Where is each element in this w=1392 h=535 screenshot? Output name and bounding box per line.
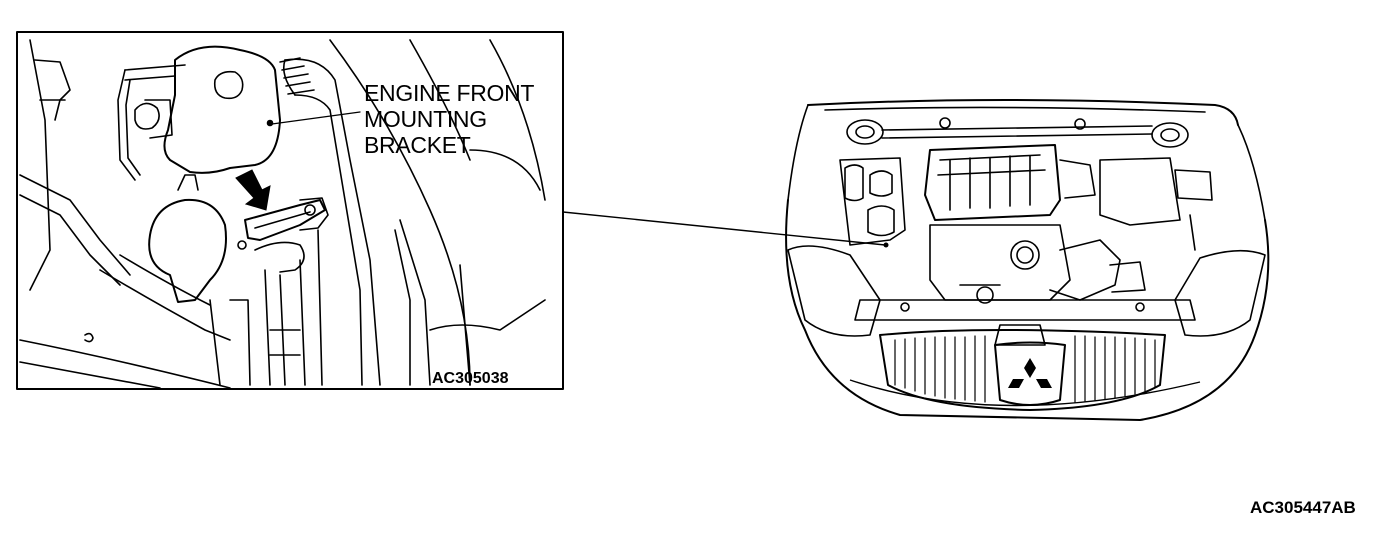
- vehicle-front-view: [785, 99, 1270, 421]
- label-line-2: MOUNTING: [364, 106, 487, 132]
- engine-front-mounting-bracket-label: ENGINE FRONT MOUNTING BRACKET: [364, 80, 534, 158]
- label-line-1: ENGINE FRONT: [364, 80, 535, 106]
- label-line-3: BRACKET: [364, 132, 471, 158]
- arrow-icon: [235, 169, 271, 211]
- inset-panel: [16, 31, 564, 390]
- bumper-line: [849, 379, 1201, 407]
- connector-line: [562, 211, 886, 246]
- inset-code: AC305038: [432, 370, 509, 387]
- three-diamond-emblem-icon: [1008, 358, 1052, 388]
- figure-code: AC305447AB: [1250, 498, 1356, 517]
